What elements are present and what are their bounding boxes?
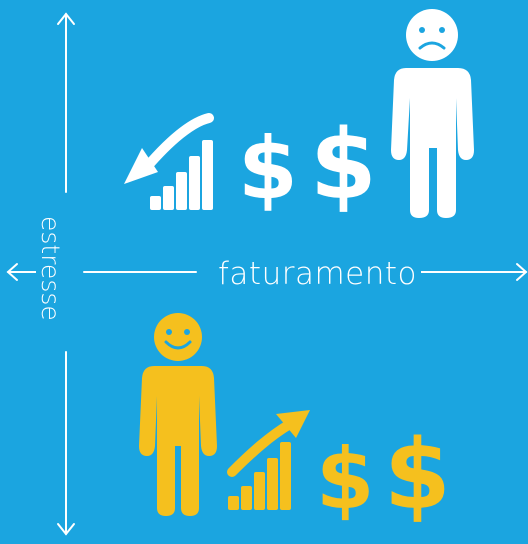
dollar-sign-icon: $ [310,109,377,221]
y-axis-label: estresse [36,212,65,325]
y-axis-down-arrowhead [57,523,75,536]
happy-person-icon [139,313,217,516]
y-axis [57,12,75,536]
top-group: $ $ [124,9,474,221]
sad-person-icon [391,9,474,218]
dollar-sign-icon: $ [384,419,451,531]
signal-up-arrow-icon [227,410,310,510]
x-axis-label: faturamento [214,256,421,292]
bottom-group: $ $ [139,313,451,531]
dollar-sign-icon: $ [238,119,298,219]
x-axis [6,263,528,281]
dollar-sign-icon: $ [316,430,374,528]
x-axis-right-arrowhead [516,263,528,281]
y-axis-up-arrowhead [57,12,75,25]
x-axis-left-arrowhead [6,263,18,281]
signal-down-arrow-icon [124,113,214,210]
